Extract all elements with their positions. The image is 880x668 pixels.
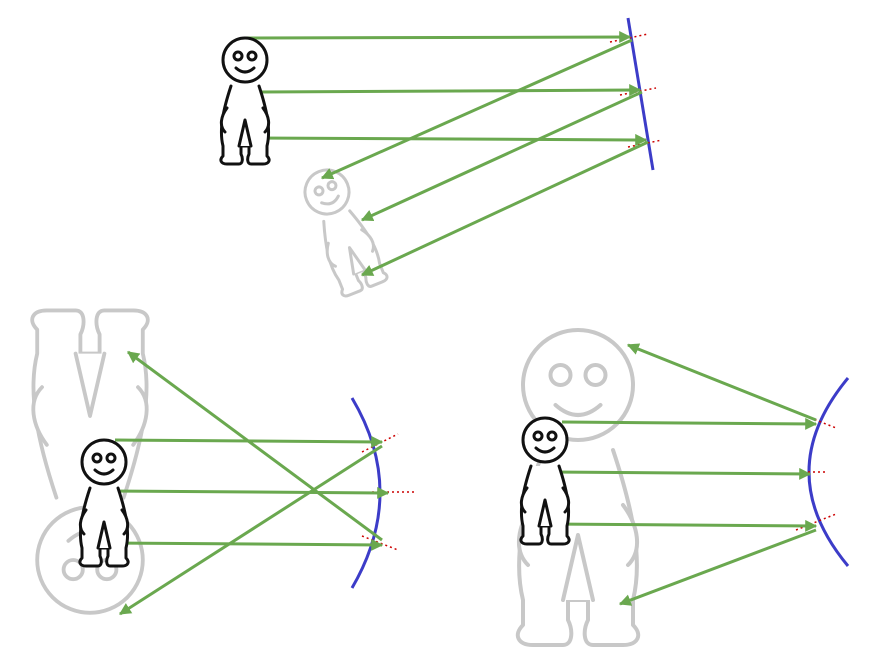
reflected-ray-top [118, 444, 383, 616]
object-figure [519, 416, 571, 546]
reflected-ray-top [626, 343, 817, 422]
incident-ray-middle [549, 467, 812, 480]
incident-ray-bottom [111, 538, 384, 551]
normal-line-bottom [361, 535, 399, 551]
reflected-ray-bottom [618, 528, 817, 606]
object-figure [219, 36, 271, 166]
incident-ray-bottom [547, 519, 818, 532]
reflected-ray-middle [360, 90, 643, 222]
virtual-image-figure [294, 161, 390, 299]
object-figure [78, 438, 130, 568]
reflected-ray-bottom [360, 140, 649, 277]
reflected-ray-top [320, 38, 633, 180]
normal-line-top [609, 33, 649, 43]
reflected-ray-bottom [127, 350, 383, 542]
concave-mirror-scene [30, 308, 414, 616]
normal-line-bottom [795, 513, 837, 531]
incident-ray-top [561, 417, 818, 430]
normal-line-bottom [627, 139, 663, 148]
plane-mirror-scene [219, 17, 663, 299]
normal-line-middle [619, 87, 657, 96]
incident-ray-bottom [247, 133, 648, 146]
convex-mirror-scene [515, 328, 850, 647]
incident-ray-middle [104, 486, 390, 499]
incident-ray-top [245, 31, 632, 44]
incident-ray-middle [259, 84, 642, 97]
